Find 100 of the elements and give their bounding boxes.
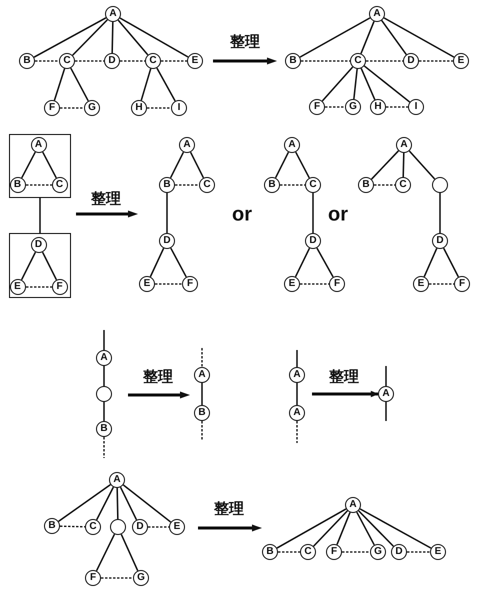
- tree-node: F: [182, 276, 198, 292]
- empty-node: [110, 519, 126, 535]
- tree-edge: [402, 152, 405, 178]
- tree-node: I: [408, 99, 424, 115]
- tree-node: D: [30, 236, 46, 252]
- tree-node: A: [194, 367, 210, 383]
- empty-node: [432, 177, 448, 193]
- tree-edge: [170, 152, 184, 178]
- tree-node: D: [432, 233, 448, 249]
- tree-edge: [96, 486, 114, 520]
- transform-label: 整理: [329, 368, 359, 386]
- tree-node: D: [391, 544, 407, 560]
- group-frame: [9, 233, 71, 298]
- tree-edge: [54, 68, 66, 101]
- tree-edge: [170, 248, 187, 278]
- dashed-link: [60, 107, 84, 109]
- tree-node: G: [370, 544, 386, 560]
- tree-edge: [312, 193, 314, 233]
- tree-edge: [20, 252, 36, 280]
- dashed-link: [374, 184, 395, 186]
- tree-node: A: [345, 497, 361, 513]
- tree-edge: [274, 152, 290, 178]
- tree-node: E: [453, 53, 469, 69]
- dashed-link: [386, 106, 408, 108]
- tree-node: A: [109, 472, 125, 488]
- tree-node: F: [454, 276, 470, 292]
- dashed-link: [419, 60, 453, 62]
- tree-edge: [322, 66, 354, 102]
- group-frame: [9, 134, 71, 198]
- tree-edge: [385, 402, 387, 421]
- dashed-link: [35, 60, 59, 62]
- tree-edge: [201, 383, 203, 405]
- tree-node: E: [10, 278, 26, 294]
- dashed-link: [366, 60, 403, 62]
- tree-node: A: [284, 137, 300, 153]
- tree-edge: [103, 402, 105, 421]
- tree-edge: [370, 150, 400, 180]
- tree-node: G: [84, 100, 100, 116]
- tree-edge: [42, 152, 57, 178]
- tree-edge: [316, 248, 334, 278]
- tree-edge: [356, 512, 375, 546]
- tree-node: H: [370, 99, 386, 115]
- tree-edge: [70, 68, 89, 102]
- tree-edge: [96, 534, 116, 572]
- tree-node: B: [19, 53, 35, 69]
- tree-node: E: [430, 544, 446, 560]
- tree-node: D: [305, 233, 321, 249]
- tree-edge: [300, 17, 370, 58]
- tree-node: E: [187, 53, 203, 69]
- tree-edge: [166, 193, 168, 233]
- tree-node: C: [85, 519, 101, 535]
- tree-node: F: [309, 99, 325, 115]
- tree-node: C: [199, 177, 215, 193]
- tree-node: D: [104, 53, 120, 69]
- tree-edge: [360, 21, 375, 54]
- tree-edge: [439, 193, 441, 233]
- dashed-link: [147, 107, 171, 109]
- tree-edge: [313, 510, 348, 547]
- dashed-link: [175, 184, 199, 186]
- tree-node: D: [403, 53, 419, 69]
- transform-label: 整理: [91, 190, 121, 208]
- dashed-link: [325, 106, 345, 108]
- tree-edge: [150, 248, 164, 278]
- tree-edge: [384, 17, 454, 58]
- tree-node: A: [105, 6, 121, 22]
- dashed-link: [103, 437, 105, 458]
- tree-edge: [120, 486, 138, 520]
- tree-edge: [190, 152, 204, 178]
- tree-edge: [336, 512, 351, 545]
- tree-edge: [312, 390, 379, 398]
- dashed-link: [301, 60, 350, 62]
- alternative-label: or: [232, 204, 252, 226]
- dashed-link: [296, 421, 298, 443]
- tree-node: B: [44, 518, 60, 534]
- tree-node: B: [96, 421, 112, 437]
- dashed-link: [26, 184, 52, 186]
- tree-edge: [118, 20, 148, 56]
- tree-node: A: [179, 137, 195, 153]
- tree-node: A: [30, 136, 46, 152]
- tree-edge: [156, 68, 176, 102]
- dashed-link: [429, 283, 454, 285]
- tree-edge: [21, 152, 36, 178]
- tree-edge: [42, 252, 58, 280]
- tree-edge: [358, 510, 394, 547]
- tree-edge: [276, 508, 346, 549]
- dashed-link: [407, 551, 430, 553]
- tree-edge: [103, 366, 105, 386]
- tree-edge: [122, 484, 172, 523]
- tree-node: C: [145, 53, 161, 69]
- tree-node: F: [326, 544, 342, 560]
- transform-label: 整理: [143, 368, 173, 386]
- tree-node: A: [378, 386, 394, 402]
- tree-edge: [295, 152, 310, 178]
- dashed-link: [101, 577, 133, 579]
- tree-edge: [360, 508, 432, 549]
- tree-node: I: [171, 100, 187, 116]
- tree-node: C: [52, 176, 68, 192]
- dashed-link: [26, 286, 52, 288]
- tree-node: E: [139, 276, 155, 292]
- tree-node: B: [358, 177, 374, 193]
